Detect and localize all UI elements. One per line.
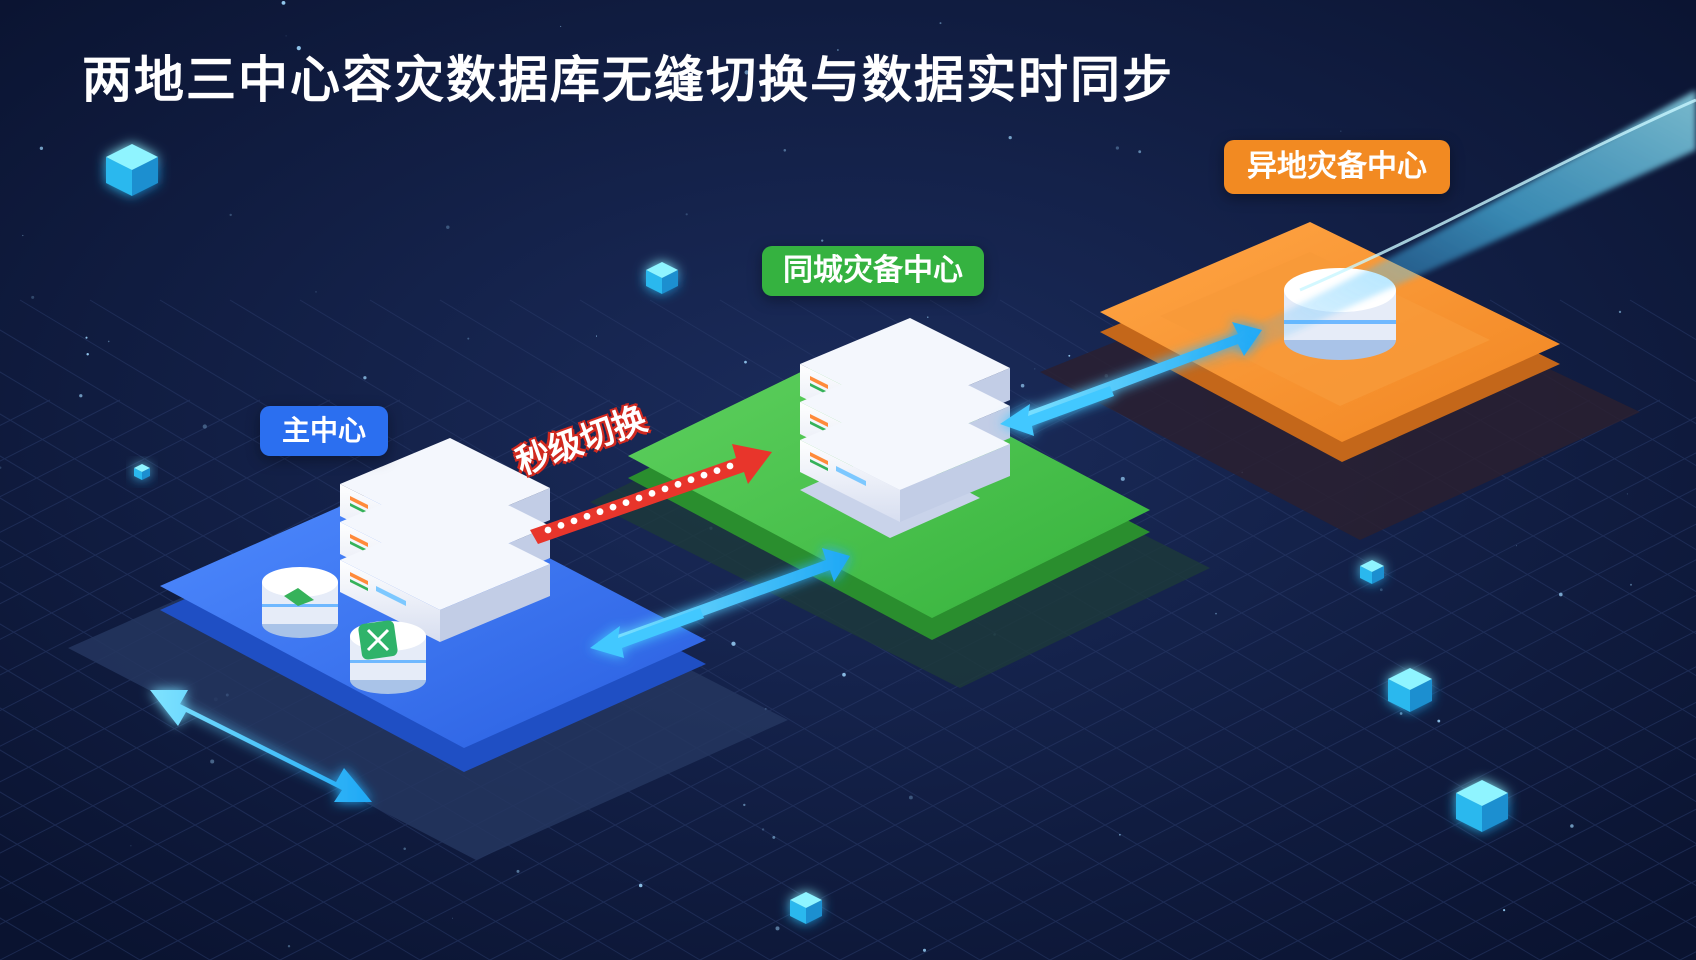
server-rack-icon [340,438,550,642]
data-cube-icon [1388,668,1432,712]
sync-arrow-icon [150,322,1262,802]
remote-center-label: 异地灾备中心 [1224,140,1450,194]
database-cylinder-icon [350,620,426,694]
data-stream [1180,90,1696,372]
data-cube-icon [106,144,158,196]
main-center-label: 主中心 [260,406,388,456]
data-cube-icon [646,262,678,294]
data-cube-icon [134,464,150,480]
data-cube-icon [106,144,1508,924]
data-cube-icon [1456,780,1508,832]
server-unit [340,514,550,642]
database-cylinder-icon [262,567,338,638]
data-cube-icon [790,892,822,924]
same-city-center-label: 同城灾备中心 [762,246,984,296]
server-rack-icon [800,318,1010,538]
server-unit [800,394,1010,522]
page-title: 两地三中心容灾数据库无缝切换与数据实时同步 [82,51,1174,109]
switch-arrow-icon [530,444,772,544]
data-cube-icon [1360,560,1384,584]
